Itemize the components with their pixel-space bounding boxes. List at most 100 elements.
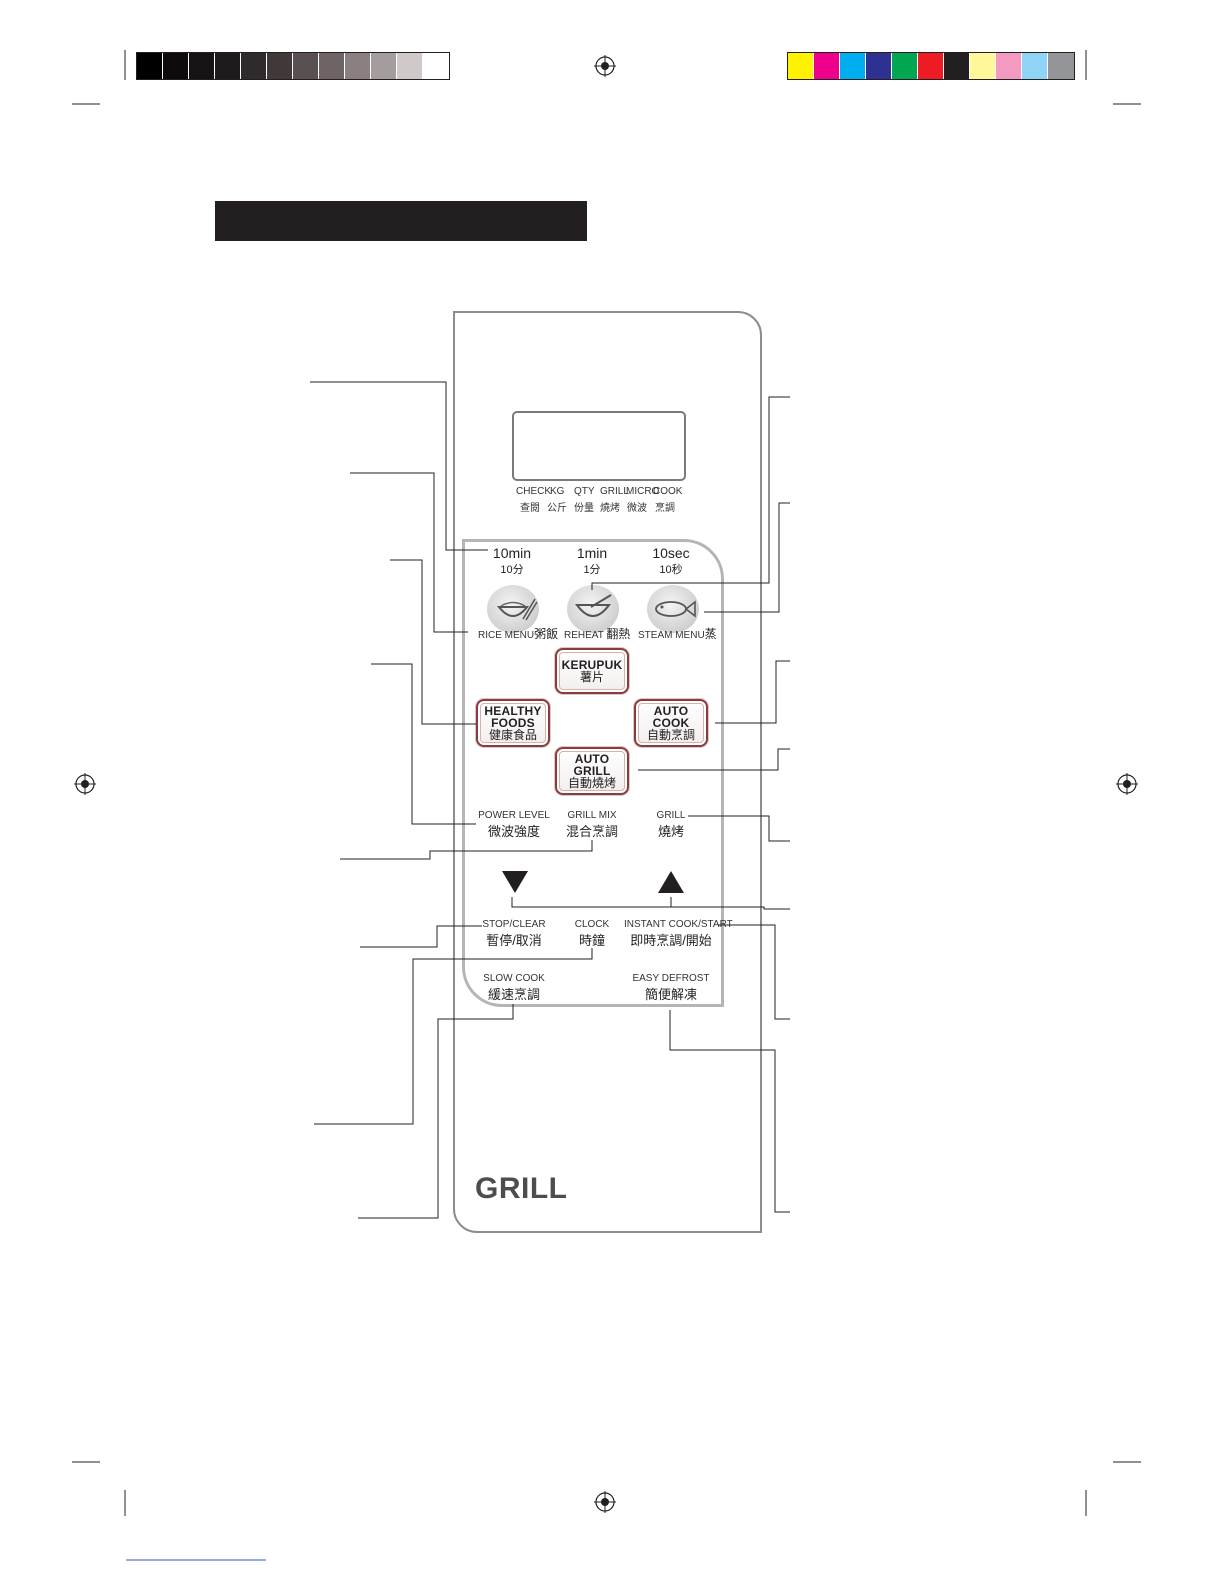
indicator-grill-zh: 燒烤 (600, 503, 620, 514)
grayscale-swatch-8 (345, 53, 371, 79)
grill-mix-label: GRILL MIX (567, 810, 617, 821)
clock-button[interactable]: CLOCK 時鐘 (566, 919, 618, 949)
auto-grill-label-2: GRILL (573, 764, 611, 778)
registration-mark-icon (594, 55, 616, 77)
color-swatch-6 (944, 53, 970, 79)
easy-defrost-button[interactable]: EASY DEFROST 簡便解凍 (632, 973, 710, 1003)
grill-label-zh: 燒烤 (657, 824, 684, 839)
indicator-check: CHECK (516, 486, 552, 497)
fish-icon (647, 585, 699, 633)
keypad-zone (462, 539, 724, 1007)
color-swatch-1 (814, 53, 840, 79)
auto-cook-label-2: COOK (652, 716, 690, 730)
healthy-label-zh: 健康食品 (488, 728, 537, 742)
color-swatch-0 (788, 53, 814, 79)
kerupuk-label-zh: 薯片 (579, 670, 604, 684)
soup-bowl-icon (567, 585, 619, 633)
auto-cook-label-zh: 自動烹調 (646, 728, 695, 742)
indicator-kg: KG (550, 486, 565, 497)
auto-grill-label-zh: 自動燒烤 (567, 776, 616, 790)
lcd-display (512, 411, 686, 481)
kerupuk-button[interactable]: KERUPUK 薯片 (555, 648, 629, 694)
grill-mix-button[interactable]: GRILL MIX 混合烹調 (560, 810, 624, 840)
healthy-label-2: FOODS (491, 716, 535, 730)
color-swatch-3 (866, 53, 892, 79)
grayscale-swatch-3 (215, 53, 241, 79)
auto-grill-button[interactable]: AUTO GRILL 自動燒烤 (555, 747, 629, 795)
power-level-label: POWER LEVEL (478, 810, 550, 821)
grayscale-swatch-2 (189, 53, 215, 79)
one-min-label: 1min (576, 545, 608, 561)
auto-grill-label-1: AUTO (574, 752, 610, 766)
grayscale-swatch-5 (267, 53, 293, 79)
clock-label: CLOCK (574, 919, 610, 930)
color-swatch-8 (996, 53, 1022, 79)
ten-min-label-zh: 10分 (500, 564, 524, 576)
auto-cook-button[interactable]: AUTO COOK 自動烹調 (634, 699, 708, 747)
slow-cook-button[interactable]: SLOW COOK 緩速烹調 (480, 973, 548, 1003)
one-min-label-zh: 1分 (583, 564, 601, 576)
grayscale-swatch-6 (293, 53, 319, 79)
stop-clear-label: STOP/CLEAR (482, 919, 546, 930)
rice-menu-label: RICE MENU (478, 630, 535, 641)
indicator-cook: COOK (653, 486, 683, 497)
grayscale-swatch-10 (397, 53, 423, 79)
grayscale-swatch-1 (163, 53, 189, 79)
indicator-cook-zh: 烹調 (655, 503, 675, 514)
triangle-up-icon (658, 871, 684, 893)
rice-bowl-icon (487, 585, 539, 633)
reheat-label: REHEAT (564, 630, 604, 641)
stop-clear-button[interactable]: STOP/CLEAR 暫停/取消 (478, 919, 550, 949)
steam-menu-label-zh: 蒸 (704, 627, 717, 641)
color-swatch-4 (892, 53, 918, 79)
down-arrow-button[interactable] (501, 870, 529, 894)
up-arrow-button[interactable] (657, 870, 685, 894)
grill-label: GRILL (656, 810, 686, 821)
easy-defrost-label-zh: 簡便解凍 (644, 987, 697, 1002)
instant-cook-label-zh: 即時烹調/開始 (630, 933, 712, 948)
ten-sec-button[interactable]: 10sec 10秒 (645, 545, 697, 577)
registration-mark-icon (594, 1491, 616, 1513)
indicator-kg-zh: 公斤 (547, 503, 567, 514)
color-swatch-7 (970, 53, 996, 79)
rice-menu-button[interactable]: RICE MENU粥飯 (478, 585, 558, 641)
steam-menu-button[interactable]: STEAM MENU蒸 (637, 585, 717, 641)
rice-menu-label-zh: 粥飯 (534, 627, 559, 641)
registration-mark-icon (74, 773, 96, 795)
steam-menu-label: STEAM MENU (638, 630, 705, 641)
indicator-micro-zh: 微波 (627, 503, 647, 514)
ten-min-button[interactable]: 10min 10分 (486, 545, 538, 577)
indicator-micro: MICRO (626, 486, 660, 497)
color-swatch-10 (1048, 53, 1074, 79)
brand-logo: GRILL (475, 1172, 568, 1205)
ten-sec-label: 10sec (652, 545, 690, 561)
grayscale-swatch-11 (423, 53, 449, 79)
reheat-button[interactable]: REHEAT 翻熱 (562, 585, 630, 641)
indicator-qty-zh: 份量 (574, 503, 594, 514)
grayscale-swatch-4 (241, 53, 267, 79)
auto-cook-label-1: AUTO (653, 704, 689, 718)
grayscale-swatch-0 (137, 53, 163, 79)
kerupuk-label: KERUPUK (561, 658, 623, 672)
indicator-qty: QTY (574, 486, 595, 497)
ten-min-label: 10min (492, 545, 532, 561)
grill-mix-label-zh: 混合烹調 (565, 824, 618, 839)
slow-cook-label-zh: 緩速烹調 (487, 987, 540, 1002)
ten-sec-label-zh: 10秒 (659, 564, 683, 576)
registration-mark-icon (1116, 773, 1138, 795)
indicator-check-zh: 查閱 (520, 503, 540, 514)
color-swatch-2 (840, 53, 866, 79)
color-swatch-5 (918, 53, 944, 79)
instant-cook-label: INSTANT COOK/START (624, 919, 733, 930)
section-title-bar (215, 201, 587, 241)
grill-button[interactable]: GRILL 燒烤 (646, 810, 696, 840)
slow-cook-label: SLOW COOK (483, 973, 545, 984)
power-level-button[interactable]: POWER LEVEL 微波強度 (478, 810, 550, 840)
one-min-button[interactable]: 1min 1分 (566, 545, 618, 577)
healthy-label-1: HEALTHY (484, 704, 542, 718)
instant-cook-start-button[interactable]: INSTANT COOK/START 即時烹調/開始 (624, 919, 733, 949)
triangle-down-icon (502, 871, 528, 893)
healthy-foods-button[interactable]: HEALTHY FOODS 健康食品 (476, 699, 550, 747)
